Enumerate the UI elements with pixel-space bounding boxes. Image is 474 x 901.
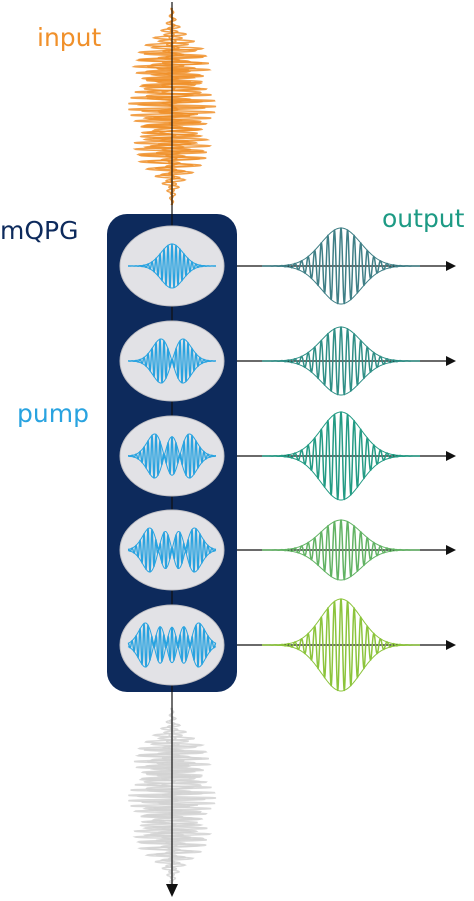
axis-arrowhead xyxy=(166,884,178,897)
output-arrowhead-4 xyxy=(446,545,456,555)
mqpg-label: mQPG xyxy=(0,216,79,245)
pump-pulse-2 xyxy=(127,338,217,384)
output-pulse-3 xyxy=(261,411,421,501)
pump-label: pump xyxy=(17,399,89,428)
pump-pulse-1 xyxy=(127,243,217,289)
output-arrowhead-3 xyxy=(446,451,456,461)
output-pulse-4 xyxy=(261,519,421,581)
pump-pulse-3 xyxy=(127,433,217,479)
pump-pulse-5 xyxy=(127,622,217,668)
output-pulse-2 xyxy=(261,326,421,396)
pump-cell-3 xyxy=(119,415,225,497)
output-label: output xyxy=(382,204,465,233)
output-arrowhead-1 xyxy=(446,261,456,271)
pump-cell-1 xyxy=(119,225,225,307)
output-pulse-1 xyxy=(261,227,421,305)
input-label: input xyxy=(37,23,102,52)
input-pulse xyxy=(128,7,217,206)
output-arrowhead-2 xyxy=(446,356,456,366)
output-arrowhead-5 xyxy=(446,640,456,650)
output-pulse-5 xyxy=(261,598,421,692)
pump-pulse-4 xyxy=(127,527,217,573)
